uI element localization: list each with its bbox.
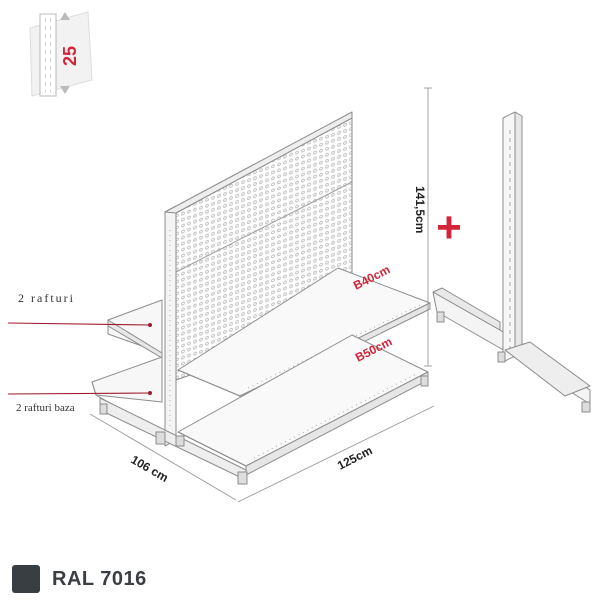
label-width: 125cm [335,443,375,472]
leader-lines [7,322,152,395]
gondola-unit [91,111,431,485]
back-base-shelf [91,356,163,403]
upright-rail-icon: 25 [29,11,93,97]
color-swatch [12,565,40,593]
rail-pitch-number: 25 [60,46,80,66]
color-name: RAL 7016 [52,567,147,590]
depth-dimension [89,413,237,501]
width-dimension [237,405,435,503]
plus-icon: + [436,203,462,252]
label-height: 141,5cm [413,186,427,233]
label-shelves-base: 2 rafturi baza [16,402,75,414]
color-legend: RAL 7016 [12,563,147,595]
addon-upright-kit [432,111,591,413]
label-shelves-top: 2 rafturi [18,291,75,305]
height-dimension [424,87,432,367]
